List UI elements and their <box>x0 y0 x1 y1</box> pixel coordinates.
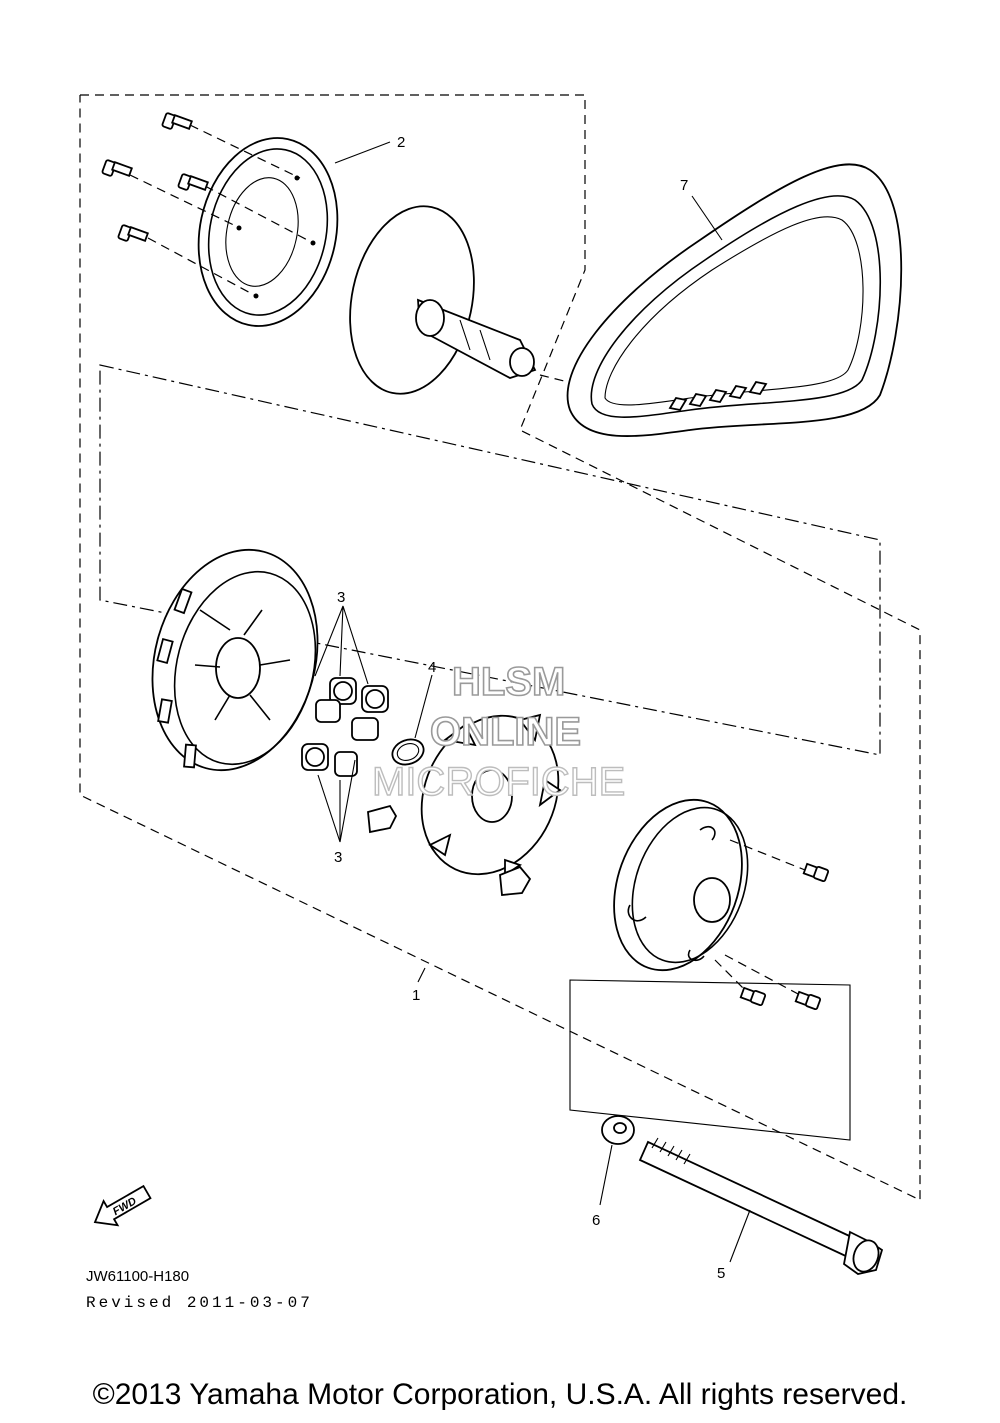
sheave-ribs <box>156 587 197 769</box>
watermark-line-2: ONLINE <box>430 710 581 754</box>
belt-cog-teeth <box>668 380 768 412</box>
bolt-icon <box>802 862 830 883</box>
bolt-icon <box>161 112 193 130</box>
leader-line-2 <box>334 141 391 164</box>
callout-4: 4 <box>428 659 436 676</box>
washer-part-6 <box>599 1115 635 1206</box>
callout-2: 2 <box>397 134 405 151</box>
callout-3-upper: 3 <box>337 589 345 606</box>
sheave-cap <box>613 798 749 972</box>
leader-line-7 <box>691 195 723 241</box>
bolt-icon <box>177 173 209 191</box>
assembly-inner-frame <box>99 364 881 756</box>
assembly-outline-upper <box>79 94 921 1201</box>
fwd-label: FWD <box>111 1195 139 1218</box>
roller-icon <box>315 699 341 723</box>
ring-part-4 <box>391 674 433 766</box>
bolt-icon <box>794 990 822 1011</box>
reference-code: JW61100-H180 <box>86 1268 190 1285</box>
leader-line-1 <box>417 967 426 983</box>
v-belt-part-7 <box>566 163 903 437</box>
roller-icon <box>361 685 389 713</box>
callout-6: 6 <box>592 1212 600 1229</box>
slider-icon <box>499 865 532 896</box>
roller-icon <box>301 743 329 771</box>
roller-weights-part-3 <box>301 677 389 777</box>
bolt-icon <box>101 159 133 177</box>
copyright-notice: ©2013 Yamaha Motor Corporation, U.S.A. A… <box>92 1378 908 1411</box>
bolt-axis-lines-cap <box>714 839 806 996</box>
watermark-line-3: MICROFICHE <box>372 760 625 804</box>
fwd-arrow-icon: FWD <box>93 1184 152 1227</box>
watermark-line-1: HLSM <box>452 660 565 704</box>
callout-5: 5 <box>717 1265 725 1282</box>
lower-subassembly-box <box>569 979 851 1141</box>
slider-icon <box>367 804 398 834</box>
roller-icon <box>351 717 379 741</box>
bolt-icon <box>739 986 767 1007</box>
callout-3-lower: 3 <box>334 849 342 866</box>
long-bolt-part-5 <box>638 1137 884 1275</box>
movable-sheave <box>151 548 319 772</box>
roller-icon <box>329 677 357 705</box>
roller-icon <box>334 751 358 777</box>
fixed-sheave <box>349 205 537 395</box>
revised-date: Revised 2011-03-07 <box>86 1294 313 1312</box>
sheave-plate-part-2 <box>197 137 339 327</box>
cam-plate <box>420 713 562 877</box>
bolt-icon <box>117 224 149 242</box>
leader-lines-3 <box>314 605 369 843</box>
callout-7: 7 <box>680 177 688 194</box>
bolt-axis-lines <box>129 124 581 386</box>
watermark: HLSM ONLINE MICROFICHE <box>371 659 626 805</box>
callout-1: 1 <box>412 987 420 1004</box>
